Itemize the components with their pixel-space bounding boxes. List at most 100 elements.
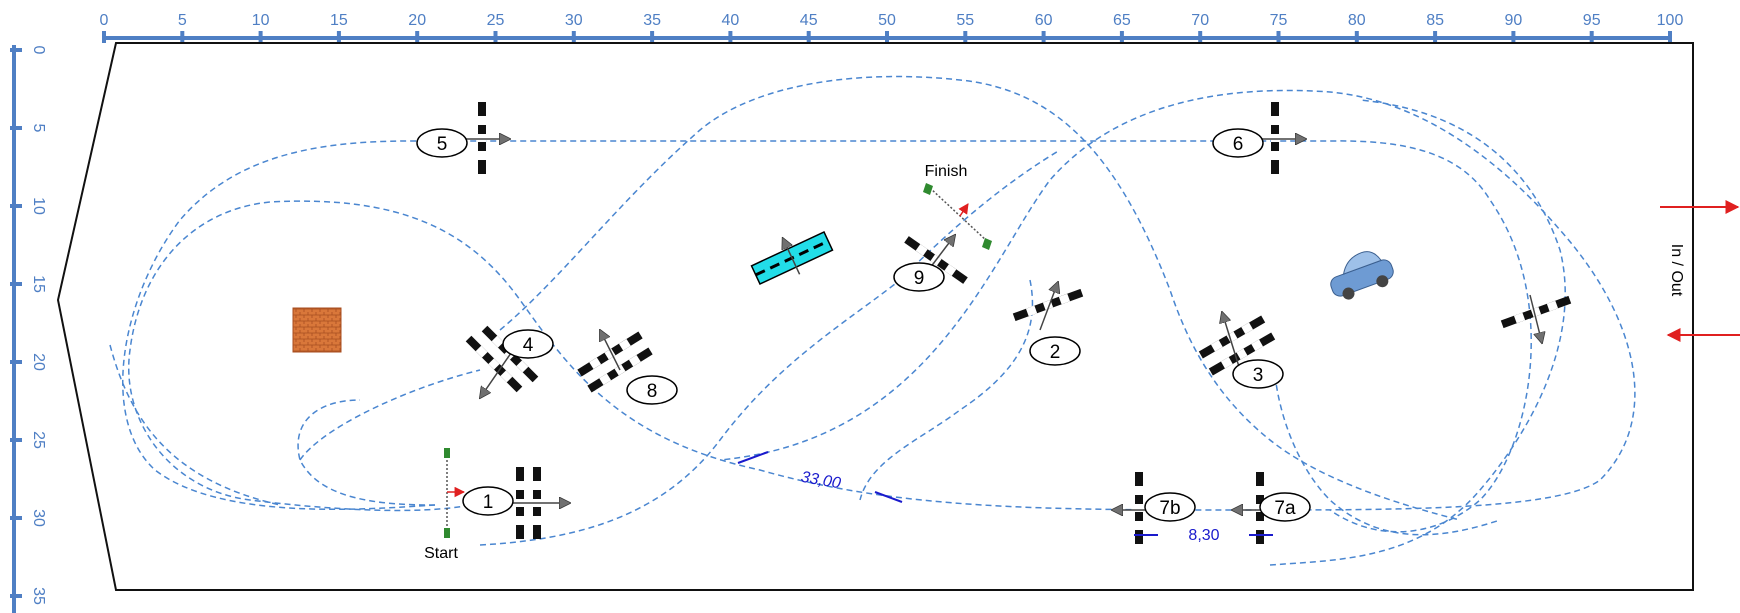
top-ruler-tick xyxy=(1041,31,1046,43)
top-ruler-tick xyxy=(493,31,498,43)
obstacle-7b-label: 7b xyxy=(1159,498,1180,519)
water-jump-icon xyxy=(750,231,834,285)
top-ruler-label: 5 xyxy=(178,12,187,29)
top-ruler-label: 15 xyxy=(330,12,348,29)
top-ruler-label: 90 xyxy=(1505,12,1523,29)
riding-path xyxy=(109,75,1636,566)
top-ruler: 0 5 10 15 20 25 30 35 40 45 50 55 60 65 70 75 80 85 90 95 10… xyxy=(100,12,1684,43)
left-ruler-tick xyxy=(10,594,22,598)
left-ruler: 0 5 10 15 20 25 30 35 xyxy=(10,45,47,613)
obstacle-8-label: 8 xyxy=(647,381,658,402)
obstacle-3[interactable]: 3 xyxy=(1198,312,1284,389)
top-ruler-label: 25 xyxy=(487,12,505,29)
flag-icon xyxy=(444,528,450,538)
top-ruler-label: 10 xyxy=(252,12,270,29)
top-ruler-tick xyxy=(1589,31,1594,43)
top-ruler-tick xyxy=(102,31,106,43)
start-line: Start xyxy=(424,448,466,562)
top-ruler-label: 20 xyxy=(408,12,426,29)
top-ruler-label: 95 xyxy=(1583,12,1601,29)
obstacle-3-label: 3 xyxy=(1253,365,1264,386)
brick-wall-icon xyxy=(292,307,342,353)
top-ruler-tick xyxy=(1511,31,1516,43)
top-ruler-tick xyxy=(258,31,263,43)
arena-boundary xyxy=(56,42,1694,591)
left-ruler-tick xyxy=(10,204,22,208)
measurement-7: 8,30 xyxy=(1134,527,1273,544)
top-ruler-label: 50 xyxy=(878,12,896,29)
top-ruler-label: 85 xyxy=(1426,12,1444,29)
left-ruler-tick xyxy=(10,360,22,364)
obstacle-unnumbered[interactable] xyxy=(1500,294,1572,343)
in-out-label: In / Out xyxy=(1668,244,1685,297)
car-icon xyxy=(1330,251,1394,300)
left-ruler-label: 20 xyxy=(30,353,47,371)
top-ruler-label: 80 xyxy=(1348,12,1366,29)
top-ruler-tick xyxy=(180,31,185,43)
measurement-7-value: 8,30 xyxy=(1188,527,1219,544)
left-ruler-tick xyxy=(10,516,22,520)
left-ruler-tick xyxy=(10,48,22,52)
obstacle-7a-label: 7a xyxy=(1274,498,1296,519)
left-ruler-tick xyxy=(10,282,22,286)
obstacle-1-label: 1 xyxy=(483,492,494,513)
flag-icon xyxy=(923,183,933,195)
top-ruler-tick xyxy=(1668,31,1672,43)
top-ruler-label: 70 xyxy=(1191,12,1209,29)
left-ruler-label: 30 xyxy=(30,509,47,527)
top-ruler-tick xyxy=(336,31,341,43)
top-ruler-label: 100 xyxy=(1657,12,1684,29)
finish-line: Finish xyxy=(923,163,992,250)
top-ruler-tick xyxy=(571,31,576,43)
finish-label: Finish xyxy=(925,163,968,180)
left-ruler-tick xyxy=(10,126,22,130)
top-ruler-label: 40 xyxy=(722,12,740,29)
left-ruler-label: 25 xyxy=(30,431,47,449)
top-ruler-tick xyxy=(1433,31,1438,43)
obstacle-2-label: 2 xyxy=(1050,342,1061,363)
top-ruler-label: 30 xyxy=(565,12,583,29)
obstacle-5-label: 5 xyxy=(437,134,448,155)
obstacle-5[interactable]: 5 xyxy=(416,102,510,174)
measurement-diagonal: 33,00 xyxy=(737,451,903,503)
obstacle-4-label: 4 xyxy=(523,335,534,356)
measurement-diagonal-value: 33,00 xyxy=(800,469,842,493)
top-ruler-tick xyxy=(806,31,811,43)
top-ruler-tick xyxy=(728,31,733,43)
obstacle-1[interactable]: 1 xyxy=(462,467,570,539)
top-ruler-tick xyxy=(963,31,968,43)
flag-icon xyxy=(444,448,450,458)
obstacle-4[interactable]: 4 xyxy=(465,325,554,398)
obstacle-6[interactable]: 6 xyxy=(1212,102,1306,174)
left-ruler-label: 10 xyxy=(30,197,47,215)
top-ruler-label: 75 xyxy=(1270,12,1288,29)
top-ruler-tick xyxy=(650,31,655,43)
top-ruler-label: 55 xyxy=(956,12,974,29)
obstacle-8[interactable]: 8 xyxy=(577,330,678,405)
top-ruler-tick xyxy=(415,31,420,43)
obstacle-6-label: 6 xyxy=(1233,134,1244,155)
obstacle-9[interactable]: 9 xyxy=(893,235,968,292)
obstacle-9-label: 9 xyxy=(914,268,925,289)
start-label: Start xyxy=(424,545,458,562)
left-ruler-tick xyxy=(10,438,22,442)
top-ruler-tick xyxy=(885,31,889,43)
obstacle-2[interactable]: 2 xyxy=(1012,282,1084,366)
flag-icon xyxy=(982,238,992,250)
top-ruler-label: 0 xyxy=(100,12,109,29)
obstacle-7a[interactable]: 7a xyxy=(1232,472,1311,544)
top-ruler-tick xyxy=(1198,31,1203,43)
top-ruler-label: 35 xyxy=(643,12,661,29)
in-out-gate: In / Out xyxy=(1660,200,1740,342)
left-ruler-label: 15 xyxy=(30,275,47,293)
top-ruler-label: 45 xyxy=(800,12,818,29)
top-ruler-label: 60 xyxy=(1035,12,1053,29)
top-ruler-tick xyxy=(1354,31,1359,43)
top-ruler-tick xyxy=(1119,31,1124,43)
left-ruler-label: 35 xyxy=(30,587,47,605)
left-ruler-label: 5 xyxy=(30,124,47,133)
left-ruler-label: 0 xyxy=(30,46,47,55)
top-ruler-label: 65 xyxy=(1113,12,1131,29)
obstacle-7b[interactable]: 7b xyxy=(1112,472,1196,544)
